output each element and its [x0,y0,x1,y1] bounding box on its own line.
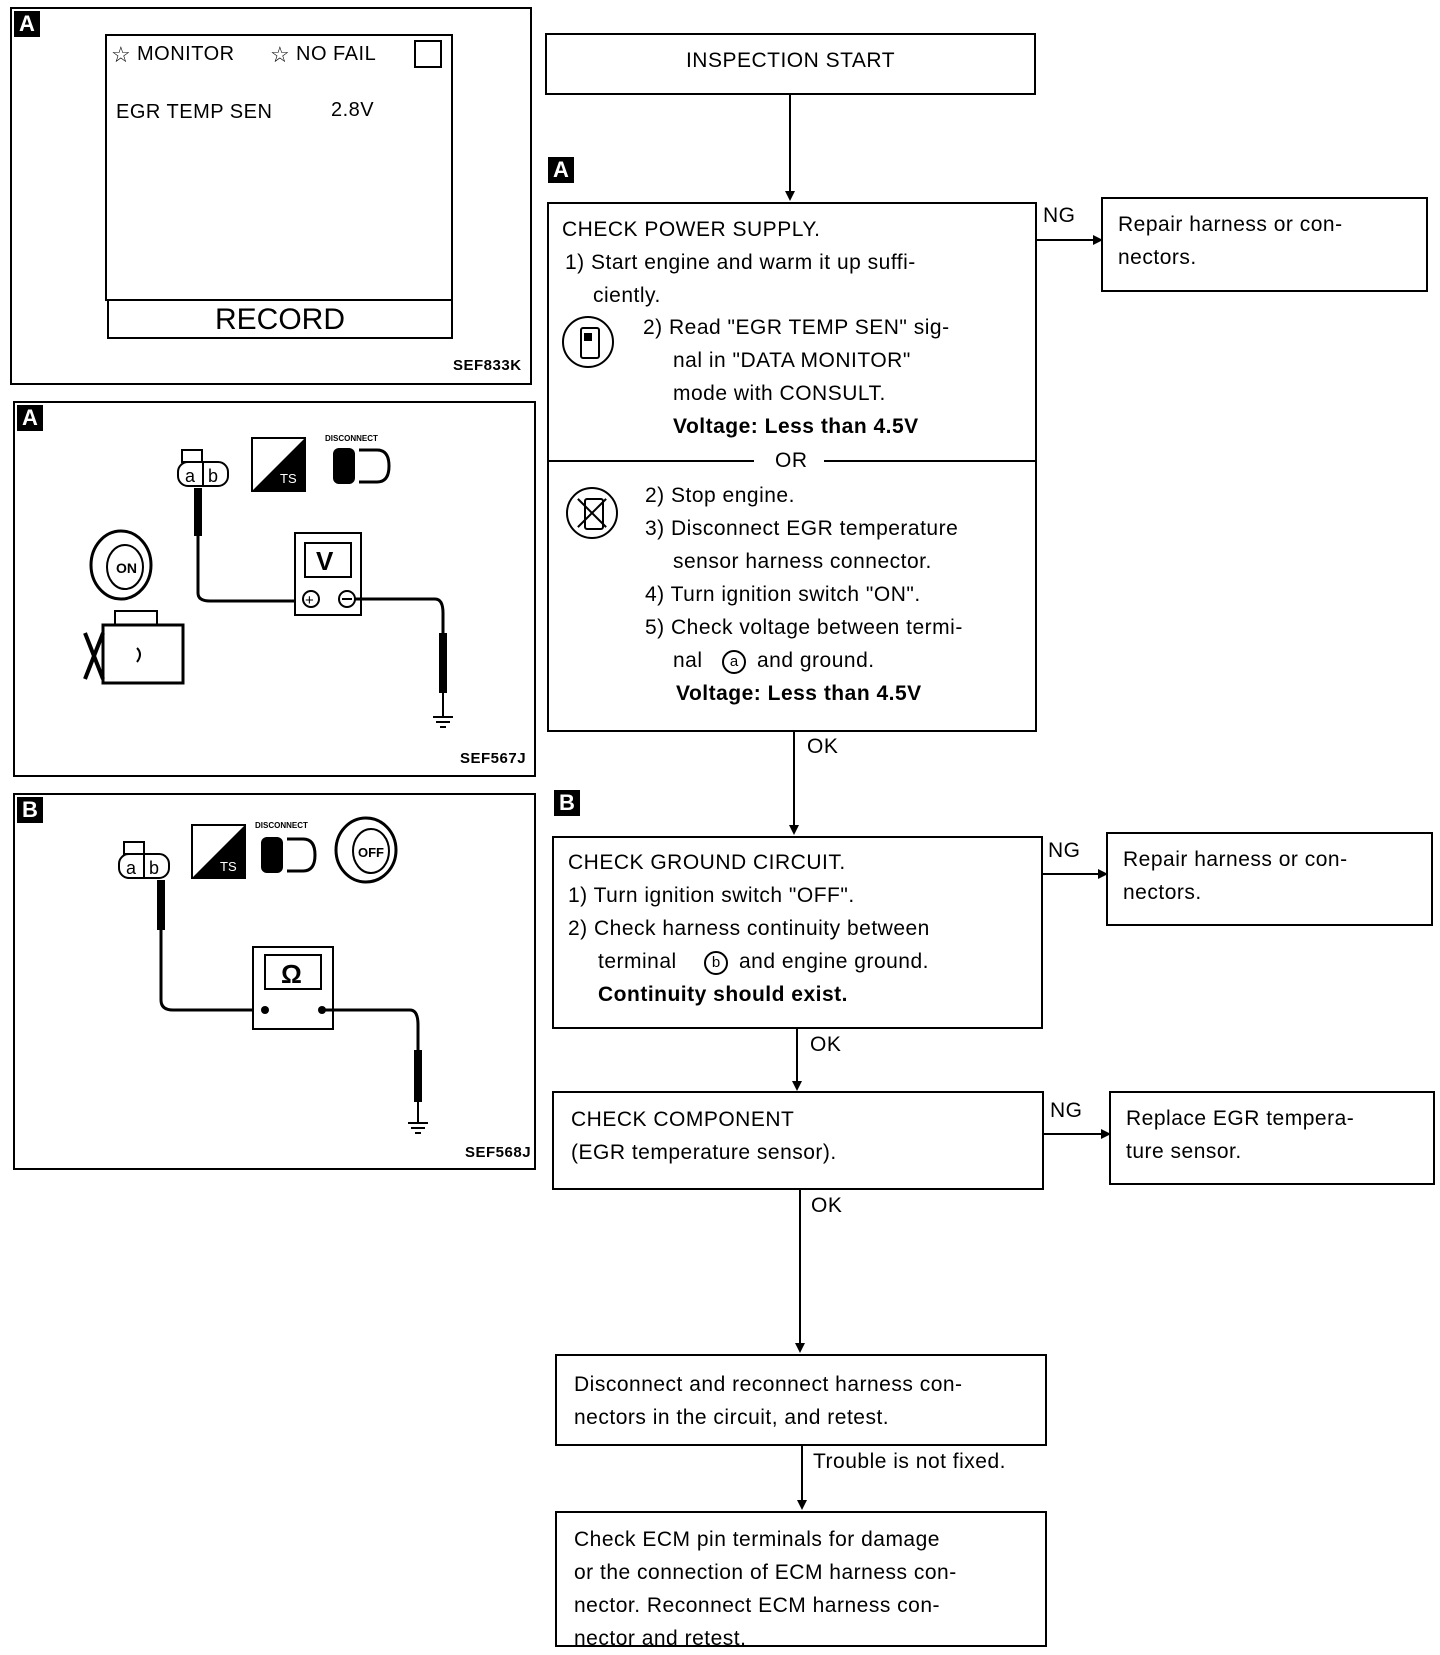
replace-text: ture sensor. [1126,1140,1242,1163]
check-component-box: CHECK COMPONENT (EGR temperature sensor)… [552,1091,1044,1190]
ts-label: TS [280,471,297,486]
terminal-b-label: b [149,858,159,878]
continuity-wiring-diagram: a b Ω TS DISCONNECT OFF [118,816,428,1134]
monitor-item-label: EGR TEMP SEN [116,101,273,123]
step-a-consult-line: nal in "DATA MONITOR" [673,349,911,372]
terminal-a-badge: a [722,650,746,674]
check-ecm-box: Check ECM pin terminals for damage or th… [555,1511,1047,1650]
monitor-item-value: 2.8V [331,99,375,121]
ok-label: OK [807,735,839,758]
figure-code: SEF833K [453,357,522,374]
ohmmeter-label: Ω [281,959,302,989]
repair-harness-box: Repair harness or con- nectors. [1101,197,1428,292]
replace-sensor-box: Replace EGR tempera- ture sensor. [1109,1091,1435,1185]
voltage-wiring-diagram: a b V + TS DISCONNECT ON [83,434,453,728]
repair-text: Repair harness or con- [1123,848,1348,871]
ok-label: OK [811,1194,843,1217]
ng-label: NG [1043,204,1076,227]
voltmeter-label: V [316,546,334,576]
consult-screen-figure: A ☆ MONITOR ☆ NO FAIL EGR TEMP SEN 2.8V … [10,7,532,385]
ecm-text: nector. Reconnect ECM harness con- [574,1594,941,1617]
voltage-check-figure: A a b V + TS DISCONNECT ON [13,401,536,777]
record-label: RECORD [214,303,345,336]
step-tag-b: B [554,790,580,816]
step-a-spec: Voltage: Less than 4.5V [676,682,922,705]
figure-code: SEF567J [460,750,527,767]
terminal-b-label: b [208,466,218,486]
step-a-manual-line: 5) Check voltage between termi- [645,616,963,639]
trouble-not-fixed-label: Trouble is not fixed. [813,1450,1006,1473]
no-consult-icon [566,487,618,539]
step-a-spec: Voltage: Less than 4.5V [673,415,919,438]
reconnect-text: Disconnect and reconnect harness con- [574,1373,963,1396]
inspection-start-label: INSPECTION START [685,49,896,72]
terminal-a-label: a [126,858,137,878]
key-on-label: ON [116,560,137,576]
screen-title: MONITOR [137,43,235,65]
consult-screen: ☆ MONITOR ☆ NO FAIL EGR TEMP SEN 2.8V [105,34,453,301]
step-a-manual-line: 3) Disconnect EGR temperature [645,517,959,540]
or-divider-right [824,460,1037,462]
figure-tag-a: A [17,405,43,431]
svg-text:+: + [305,592,314,609]
step-b-line: 1) Turn ignition switch "OFF". [568,884,855,907]
figure-tag-a: A [14,11,40,37]
step-a-manual-line: sensor harness connector. [673,550,932,573]
key-off-label: OFF [358,845,384,860]
disconnect-label: DISCONNECT [255,821,308,830]
ts-label: TS [220,859,237,874]
check-power-supply-box: CHECK POWER SUPPLY. 1) Start engine and … [547,202,1037,732]
step-a-consult-line: 2) Read "EGR TEMP SEN" sig- [643,316,950,339]
star-icon: ☆ [111,42,131,67]
component-text: (EGR temperature sensor). [571,1141,837,1164]
ecm-text: or the connection of ECM harness con- [574,1561,957,1584]
inspection-start-box: INSPECTION START [545,33,1036,95]
ecm-text: nector and retest. [574,1627,747,1650]
continuity-check-figure: B a b Ω TS DISCONNECT OFF SEF568J [13,793,536,1170]
checkbox-icon [414,40,442,68]
repair-text: nectors. [1123,881,1202,904]
step-b-spec: Continuity should exist. [598,983,849,1006]
reconnect-retest-box: Disconnect and reconnect harness con- ne… [555,1354,1047,1446]
screen-status: NO FAIL [296,43,377,65]
ecm-text: Check ECM pin terminals for damage [574,1528,940,1551]
terminal-b-badge: b [704,951,728,975]
replace-text: Replace EGR tempera- [1126,1107,1355,1130]
ng-label: NG [1050,1099,1083,1122]
step-a-manual-line: 4) Turn ignition switch "ON". [645,583,921,606]
step-b-line: 2) Check harness continuity between [568,917,930,940]
step-a-consult-line: mode with CONSULT. [673,382,886,405]
ok-label: OK [810,1033,842,1056]
record-button: RECORD [107,299,453,339]
step-b-line: terminal [598,950,677,973]
consult-tool-icon [562,316,614,368]
figure-code: SEF568J [465,1144,532,1161]
repair-harness-box: Repair harness or con- nectors. [1106,832,1433,926]
terminal-a-label: a [185,466,196,486]
figure-tag-b: B [17,797,43,823]
ng-label: NG [1048,839,1081,862]
star-icon: ☆ [270,42,290,67]
step-a-manual-line: and ground. [757,649,875,672]
step-a-line: ciently. [593,284,661,307]
reconnect-text: nectors in the circuit, and retest. [574,1406,890,1429]
repair-text: nectors. [1118,246,1197,269]
terminal-b-letter: b [711,954,721,971]
step-a-manual-line: 2) Stop engine. [645,484,795,507]
check-ground-circuit-box: CHECK GROUND CIRCUIT. 1) Turn ignition s… [552,836,1043,1029]
step-b-line: and engine ground. [739,950,929,973]
disconnect-label: DISCONNECT [325,434,378,443]
step-a-manual-line: nal [673,649,703,672]
repair-text: Repair harness or con- [1118,213,1343,236]
step-tag-a: A [548,157,574,183]
terminal-a-letter: a [729,653,739,670]
step-b-title: CHECK GROUND CIRCUIT. [568,851,846,874]
or-divider-left [549,460,754,462]
step-a-line: 1) Start engine and warm it up suffi- [565,251,916,274]
or-label: OR [775,449,808,472]
step-a-title: CHECK POWER SUPPLY. [562,218,821,241]
component-text: CHECK COMPONENT [571,1108,795,1131]
